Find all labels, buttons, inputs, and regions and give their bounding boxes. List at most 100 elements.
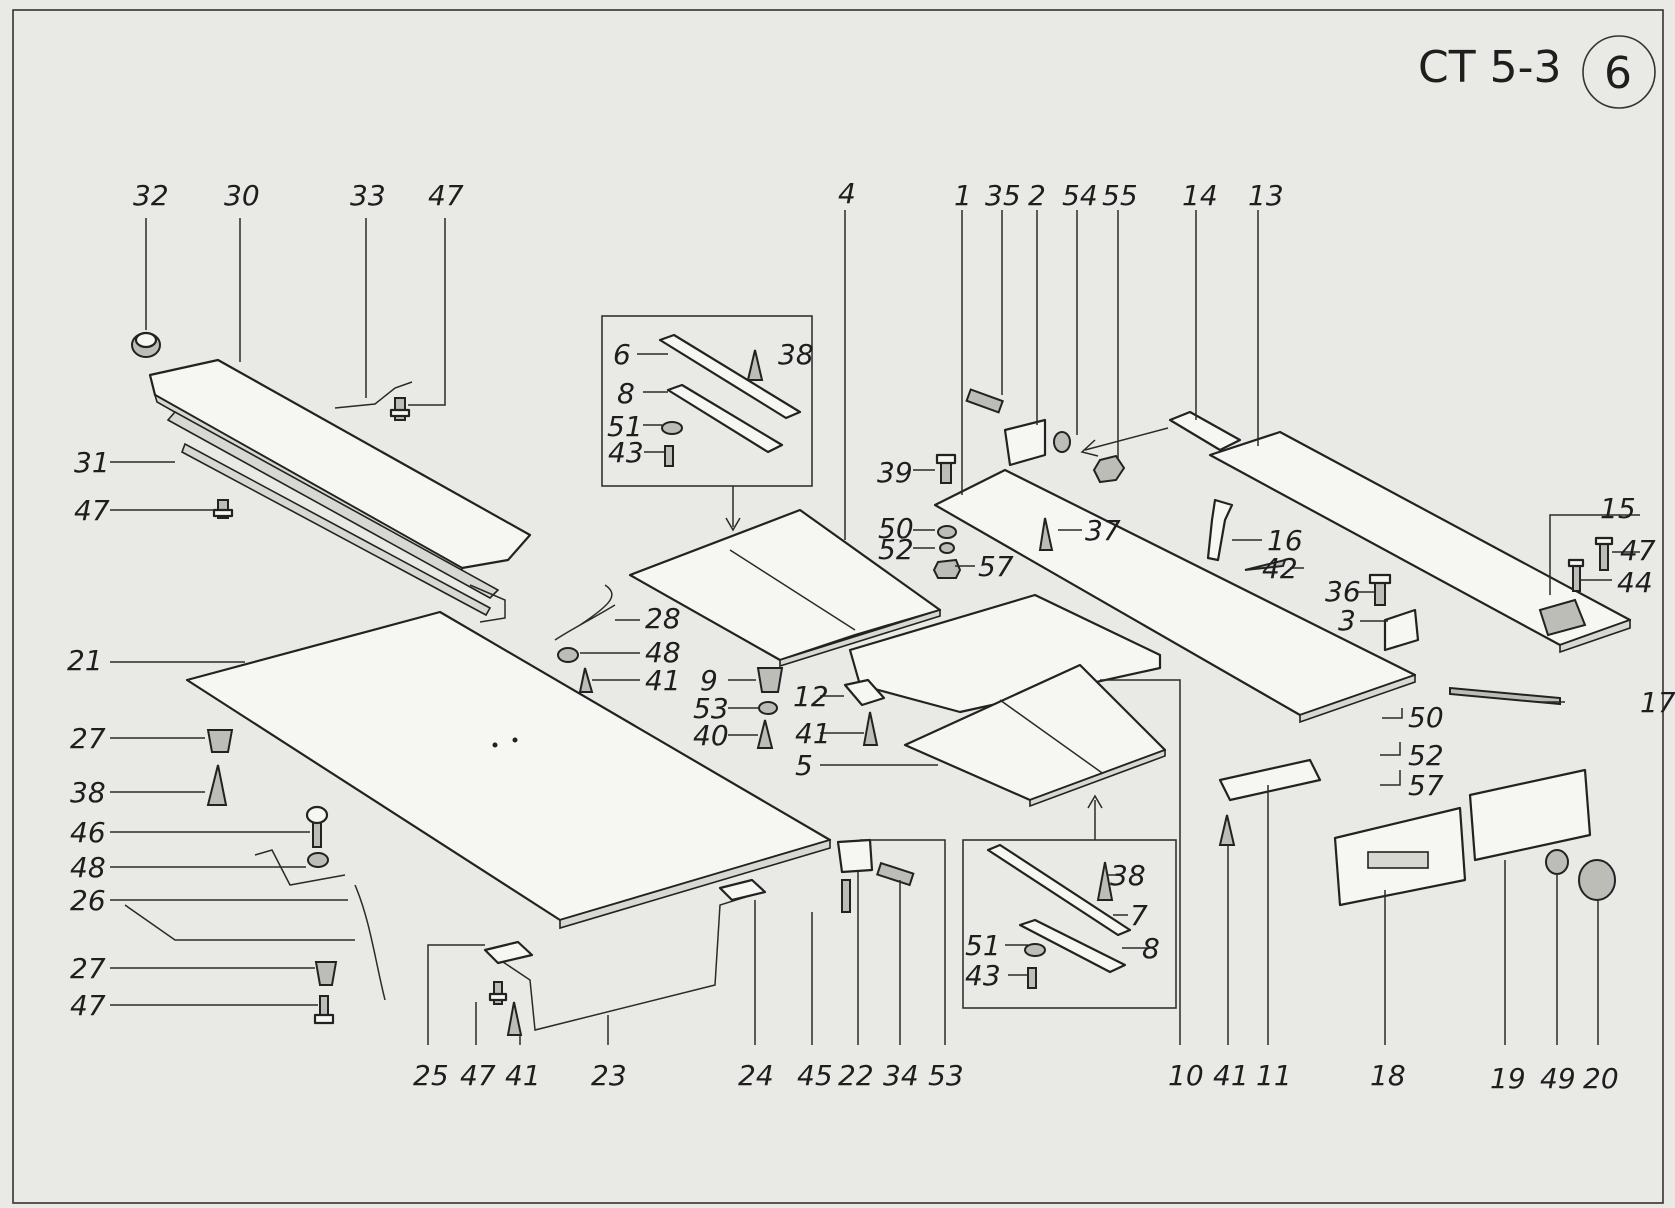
callout-number: 5 xyxy=(795,749,813,782)
callout-number: 51 xyxy=(607,410,643,443)
part-washer xyxy=(758,701,778,715)
callout-number: 50 xyxy=(878,512,914,545)
callout-number: 38 xyxy=(70,776,106,809)
part-clip xyxy=(843,678,886,707)
callout-number: 12 xyxy=(793,680,829,713)
callout-number: 30 xyxy=(224,179,260,212)
callout-number: 3 xyxy=(1338,604,1356,637)
callout-number: 32 xyxy=(133,179,169,212)
callout-number: 43 xyxy=(965,959,1001,992)
callout-number: 38 xyxy=(1110,859,1146,892)
part-plate xyxy=(483,940,534,965)
callout-number: 7 xyxy=(1130,899,1148,932)
part-screw xyxy=(488,981,508,1005)
callout-number: 41 xyxy=(645,664,681,697)
callout-number: 26 xyxy=(70,884,106,917)
part-block xyxy=(836,838,874,874)
callout-number: 51 xyxy=(965,929,1001,962)
inset-arrow xyxy=(725,486,741,532)
part-pin xyxy=(305,805,329,848)
callout-number: 33 xyxy=(350,179,386,212)
sheet-border xyxy=(12,9,1664,1204)
drawing-code: CT 5-3 xyxy=(1418,42,1561,93)
inset-box-top xyxy=(601,315,813,487)
callout-number: 47 xyxy=(1620,534,1656,567)
part-wood-screw xyxy=(746,349,764,381)
part-bracket xyxy=(1003,418,1047,467)
part-washer xyxy=(557,647,579,663)
part-main-table xyxy=(185,610,832,930)
part-hinge xyxy=(986,843,1132,937)
callout-number: 57 xyxy=(978,550,1014,583)
callout-number: 11 xyxy=(1256,1059,1292,1092)
callout-number: 48 xyxy=(70,851,106,884)
part-bolt xyxy=(935,453,957,484)
callout-number: 39 xyxy=(877,456,913,489)
callout-number: 20 xyxy=(1583,1062,1619,1095)
part-clamp-lever xyxy=(334,381,413,409)
part-hinge-bracket xyxy=(1168,410,1242,452)
callout-number: 41 xyxy=(1213,1059,1249,1092)
part-long-panel xyxy=(933,468,1417,724)
callout-number: 25 xyxy=(413,1059,449,1092)
part-side-board xyxy=(1208,430,1632,654)
part-washer xyxy=(661,421,683,435)
part-bolt xyxy=(876,861,915,887)
callout-number: 45 xyxy=(797,1059,833,1092)
part-spring-washer xyxy=(939,542,955,554)
callout-number: 47 xyxy=(70,989,106,1022)
part-wood-screw xyxy=(506,1001,523,1036)
part-foot xyxy=(314,961,338,986)
part-wood-screw xyxy=(862,711,879,746)
callout-number: 50 xyxy=(1408,701,1444,734)
part-strap xyxy=(554,584,616,641)
part-washer xyxy=(307,852,329,868)
callout-number: 18 xyxy=(1370,1059,1406,1092)
callout-number: 34 xyxy=(883,1059,919,1092)
part-wood-screw xyxy=(756,719,774,749)
part-rod xyxy=(1449,686,1561,706)
callout-number: 13 xyxy=(1248,179,1284,212)
part-push-block xyxy=(1333,806,1467,907)
part-pin xyxy=(841,879,851,913)
part-screw xyxy=(212,499,234,519)
callout-number: 36 xyxy=(1325,575,1361,608)
callout-number: 42 xyxy=(1262,552,1298,585)
callout-number: 27 xyxy=(70,722,106,755)
inset-arrow xyxy=(1087,794,1103,840)
part-support-frame xyxy=(499,894,753,1031)
callout-number: 8 xyxy=(617,377,635,410)
callout-number: 31 xyxy=(74,446,110,479)
part-screw xyxy=(664,445,674,467)
part-table-top xyxy=(628,508,942,668)
callout-number: 44 xyxy=(1617,566,1653,599)
part-washer xyxy=(1024,943,1046,957)
part-foot xyxy=(756,667,784,693)
callout-number: 4 xyxy=(838,177,856,210)
part-screw xyxy=(313,995,335,1025)
part-nut xyxy=(1092,454,1126,484)
part-push-block xyxy=(1468,768,1592,862)
part-hinge xyxy=(658,333,802,420)
callout-number: 37 xyxy=(1085,514,1121,547)
part-knob xyxy=(131,331,161,358)
callout-number: 41 xyxy=(795,717,831,750)
part-hinged-leaf xyxy=(903,663,1167,808)
part-bolt xyxy=(1368,573,1392,606)
sheet-number-circle xyxy=(1582,35,1656,109)
part-strip xyxy=(666,383,784,454)
part-wood-screw xyxy=(1218,814,1236,846)
callout-number: 57 xyxy=(1408,769,1444,802)
part-guide-rail xyxy=(166,410,506,623)
sheet-number: 6 xyxy=(1604,48,1632,99)
part-wood-screw xyxy=(1038,517,1054,551)
callout-number: 14 xyxy=(1182,179,1218,212)
part-screw xyxy=(1027,967,1037,989)
callout-number: 52 xyxy=(1408,739,1444,772)
callout-number: 47 xyxy=(428,179,464,212)
callout-number: 47 xyxy=(74,494,110,527)
callout-number: 24 xyxy=(738,1059,774,1092)
leader-lines xyxy=(110,210,1640,1045)
part-nut xyxy=(932,558,962,579)
